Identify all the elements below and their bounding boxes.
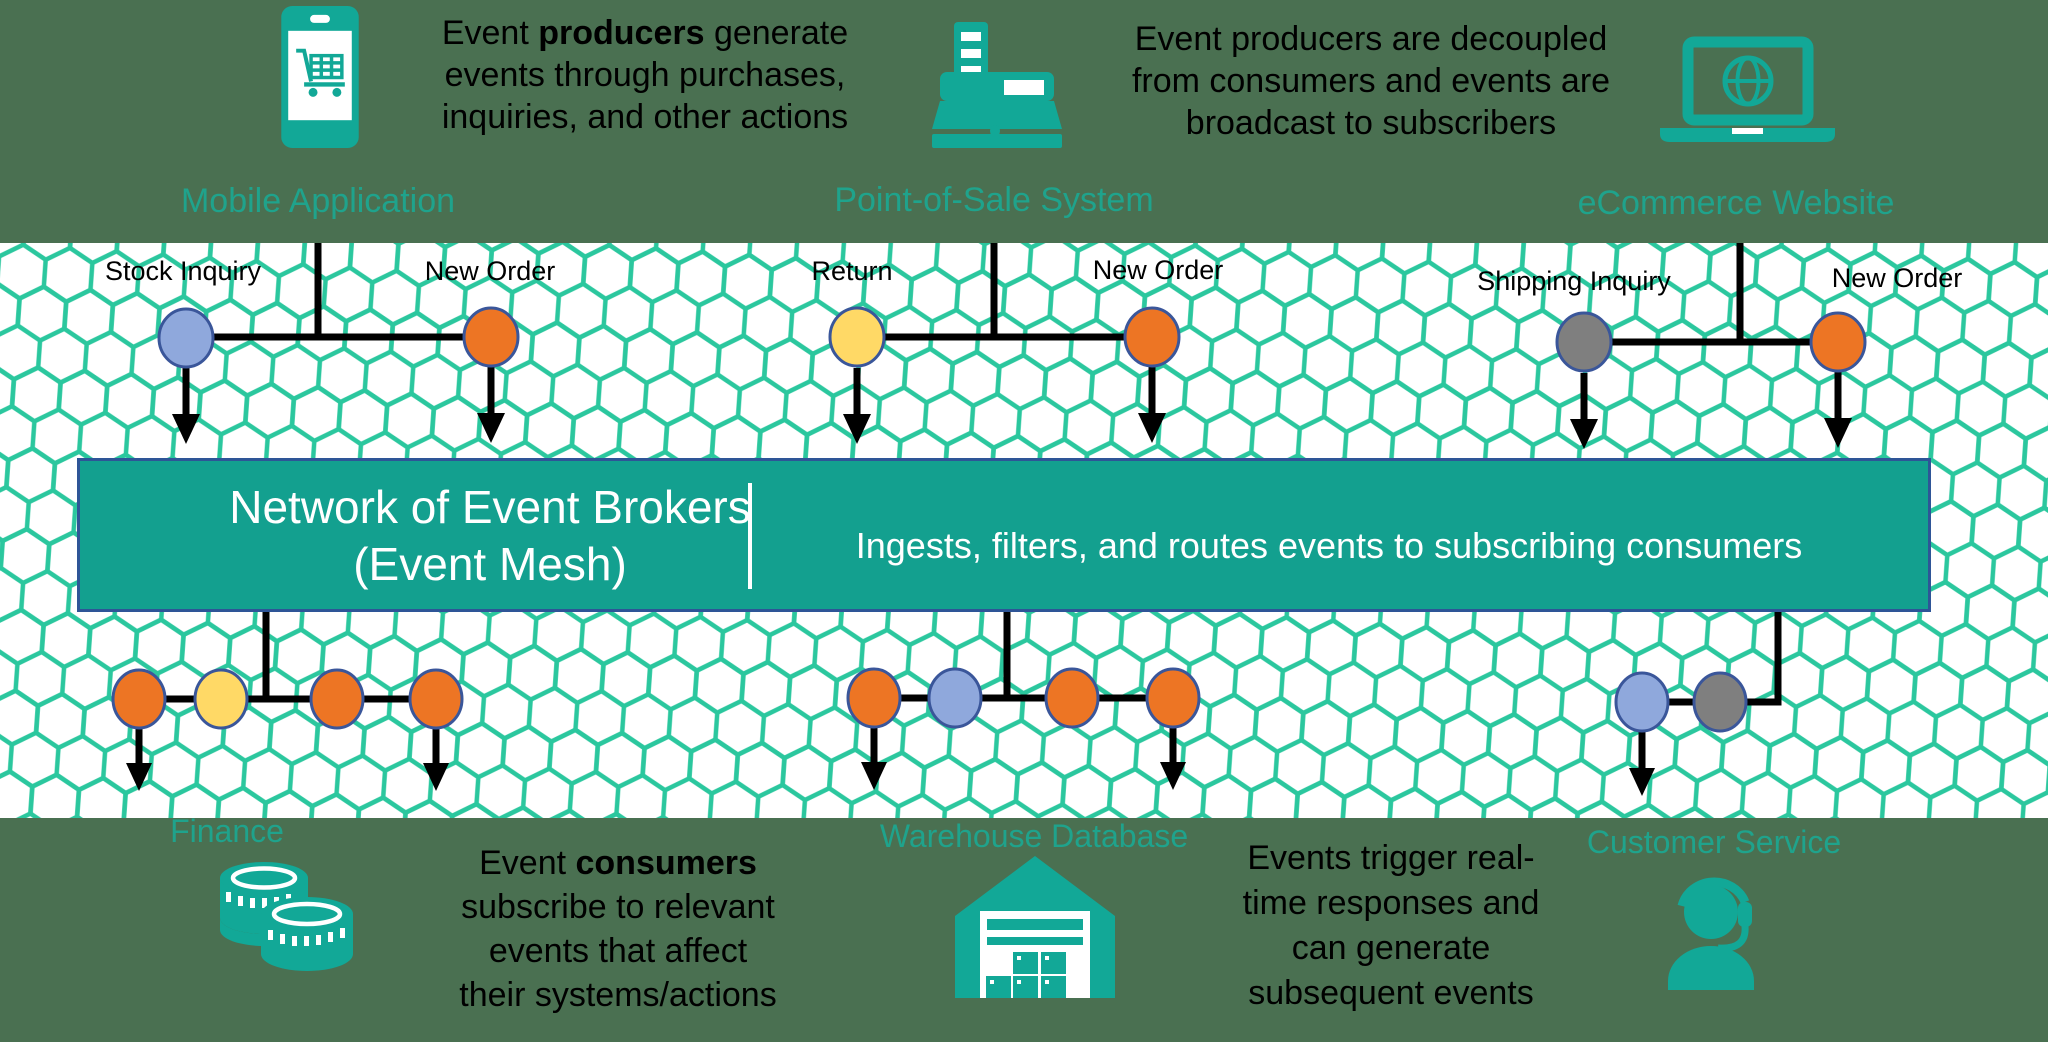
- warehouse-dot-3: [1044, 667, 1100, 729]
- down-arrow-icon: [1629, 768, 1655, 796]
- event-label-stock-inquiry: Stock Inquiry: [104, 256, 262, 286]
- consumer-label-customer-service: Customer Service: [1586, 824, 1842, 860]
- down-arrow-icon: [1138, 413, 1166, 443]
- customer-service-dot-2: [1692, 671, 1748, 733]
- down-arrow-icon: [477, 413, 505, 443]
- warehouse-dot-2: [927, 667, 983, 729]
- note-event-producers-generate: Event producers generate events through …: [441, 14, 849, 136]
- finance-dot-3: [309, 668, 365, 730]
- broker-bar-title-line2: (Event Mesh): [353, 538, 627, 590]
- producer-label-point-of-sale: Point-of-Sale System: [834, 181, 1154, 219]
- event-dot-new-order-1: [462, 306, 520, 368]
- finance-dot-1: [111, 668, 167, 730]
- laptop-globe-icon: [1660, 36, 1835, 142]
- coins-icon: [220, 862, 353, 971]
- broker-bar-description: Ingests, filters, and routes events to s…: [855, 525, 1803, 566]
- producer-label-mobile-application: Mobile Application: [180, 182, 456, 220]
- note-producers-decoupled: Event producers are decoupled from consu…: [1131, 20, 1611, 142]
- broker-bar-divider: [748, 483, 752, 589]
- producer-label-ecommerce-website: eCommerce Website: [1577, 184, 1895, 222]
- finance-dot-2: [193, 668, 249, 730]
- event-label-shipping-inquiry: Shipping Inquiry: [1477, 266, 1671, 296]
- customer-service-dot-1: [1614, 671, 1670, 733]
- event-flow-connectors: [111, 243, 1867, 796]
- headset-agent-icon: [1668, 877, 1754, 990]
- down-arrow-icon: [126, 763, 152, 791]
- event-dot-shipping-inquiry: [1555, 311, 1613, 373]
- event-dot-new-order-3: [1809, 311, 1867, 373]
- event-dot-new-order-2: [1123, 306, 1181, 368]
- down-arrow-icon: [1570, 419, 1598, 449]
- down-arrow-icon: [1160, 762, 1186, 790]
- event-dot-return: [828, 306, 886, 368]
- mobile-phone-cart-icon: [281, 5, 359, 149]
- event-label-new-order-3: New Order: [1831, 263, 1963, 293]
- event-label-new-order-2: New Order: [1092, 255, 1224, 285]
- down-arrow-icon: [861, 762, 887, 790]
- warehouse-icon: [955, 856, 1115, 998]
- down-arrow-icon: [843, 414, 871, 444]
- event-label-new-order-1: New Order: [424, 256, 556, 286]
- warehouse-dot-1: [846, 667, 902, 729]
- consumer-label-warehouse-database: Warehouse Database: [879, 818, 1189, 854]
- event-label-return: Return: [811, 256, 893, 286]
- warehouse-dot-4: [1145, 667, 1201, 729]
- cash-register-icon: [932, 22, 1062, 148]
- coin-stack-front: [220, 897, 353, 971]
- broker-bar-title: Network of Event Brokers (Event Mesh): [140, 479, 840, 593]
- event-broker-bar: Network of Event Brokers (Event Mesh) In…: [77, 458, 1931, 612]
- finance-dot-4: [408, 668, 464, 730]
- event-dot-stock-inquiry: [157, 307, 215, 369]
- broker-bar-title-line1: Network of Event Brokers: [229, 481, 751, 533]
- down-arrow-icon: [1824, 418, 1852, 448]
- note-events-trigger-responses: Events trigger real- time responses and …: [1242, 839, 1540, 1012]
- shopping-cart-icon: [296, 48, 345, 97]
- down-arrow-icon: [423, 763, 449, 791]
- consumer-label-finance: Finance: [170, 813, 284, 849]
- customer-service-elbow-line: [1642, 612, 1782, 706]
- globe-icon: [1722, 55, 1774, 107]
- note-event-consumers-subscribe: Event consumers subscribe to relevant ev…: [459, 844, 777, 1014]
- boxes-icon: [986, 952, 1066, 998]
- down-arrow-icon: [172, 414, 200, 444]
